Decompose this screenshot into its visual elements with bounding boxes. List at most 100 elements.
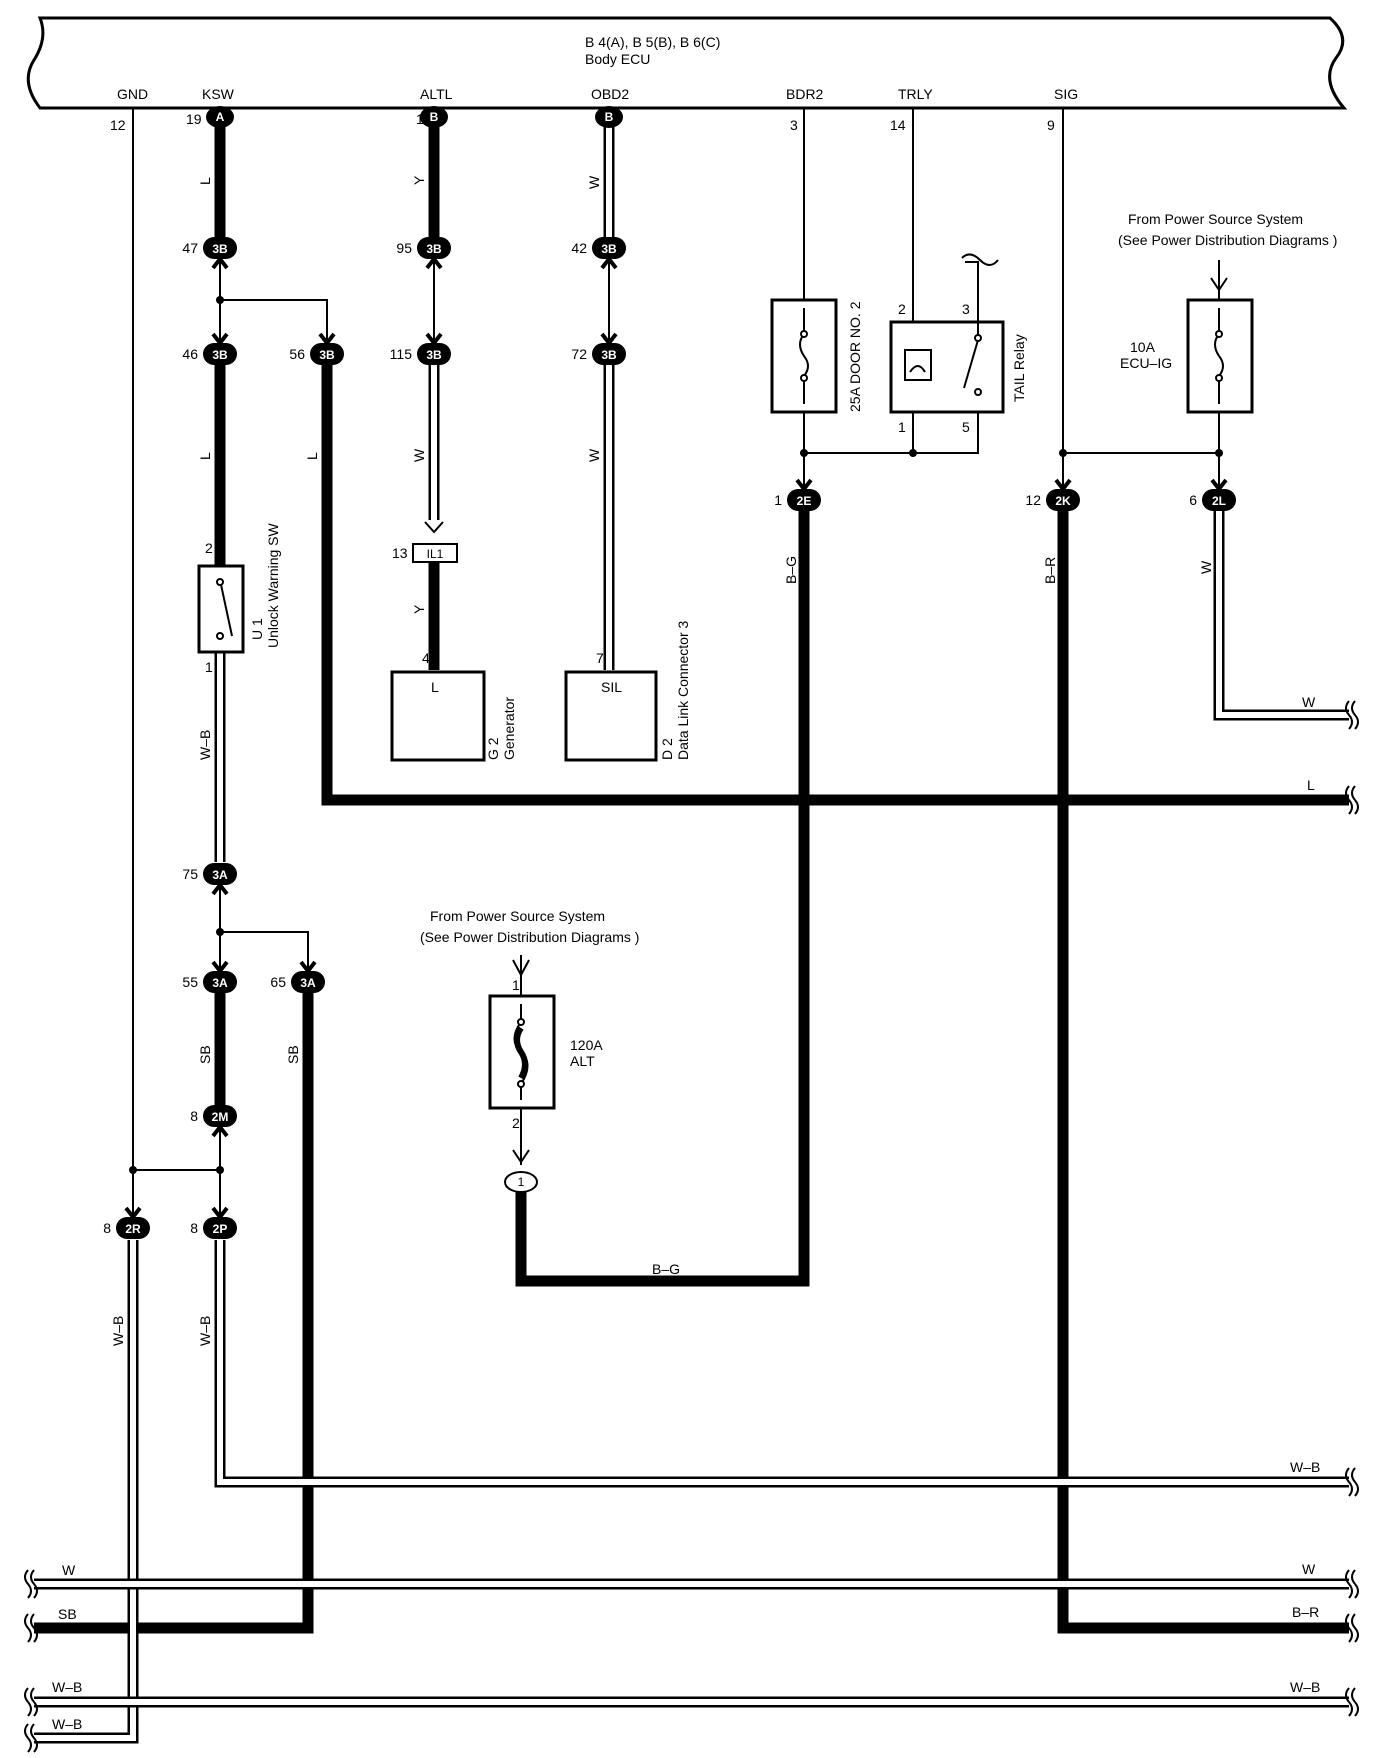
connector-pin-number: 55 xyxy=(182,974,198,990)
dlc3-pin: 7 xyxy=(596,650,604,666)
connector-id: 3A xyxy=(212,976,228,990)
connector-pin-number: 47 xyxy=(182,240,198,256)
ecu-box xyxy=(26,16,1348,110)
wire-br xyxy=(1057,510,1349,1634)
break-mark xyxy=(1345,785,1353,815)
connector-id: 2L xyxy=(1212,494,1226,508)
connector-2p-pin-8: 2P8 xyxy=(190,1206,237,1239)
wire-color-label: W–B xyxy=(197,1316,213,1346)
connector-id: 3B xyxy=(212,348,228,362)
wire-w-top-inner xyxy=(1216,510,1349,718)
connector-2r-pin-8: 2R8 xyxy=(103,1206,150,1239)
pin-name-altl: ALTL xyxy=(420,86,453,102)
wire-wb-2r-outer xyxy=(34,1240,139,1744)
connector-id: 3B xyxy=(426,348,442,362)
connector-pin-number: 1 xyxy=(774,492,782,508)
break-mark xyxy=(1351,1569,1359,1599)
connector-3b-pin-42: 3B 42 xyxy=(571,237,626,270)
wire-color-label: W xyxy=(586,448,602,462)
u1-switch-contact xyxy=(219,579,233,637)
power-source-line1: From Power Source System xyxy=(1128,211,1303,227)
wire-relay-5 xyxy=(804,412,979,454)
wire-sb-right xyxy=(34,993,314,1634)
wire-color-label: SB xyxy=(285,1045,301,1064)
il1-connector xyxy=(412,543,458,563)
connector-id: 3B xyxy=(319,348,335,362)
connector-id: 2E xyxy=(797,494,812,508)
junction-dot xyxy=(216,296,224,304)
connector-3a-pin-55: 3A 55 xyxy=(182,960,237,993)
connector-2m-pin-8: 2M8 xyxy=(190,1105,237,1138)
connector-id: 3B xyxy=(426,242,442,256)
connector-pin-number: 8 xyxy=(103,1220,111,1236)
connector-pin-number: 42 xyxy=(571,240,587,256)
break-mark xyxy=(1351,1613,1359,1643)
wire-color-label: L xyxy=(197,452,213,460)
pin-name-trly: TRLY xyxy=(898,86,933,102)
connector-ksw-a: A xyxy=(206,106,234,128)
break-mark xyxy=(1351,785,1359,815)
right-edge-label: W xyxy=(1302,694,1316,710)
connector-pin-number: 6 xyxy=(1189,492,1197,508)
left-edge-label: W xyxy=(62,1562,76,1578)
arrow-down-icon xyxy=(512,1149,530,1164)
connector-id: 3B xyxy=(601,242,617,256)
fuse-door-label: 25A DOOR NO. 2 xyxy=(847,301,863,412)
break-mark xyxy=(30,1723,38,1753)
pin-num-ksw: 19 xyxy=(186,111,202,127)
wire-color-label: Y xyxy=(411,604,427,614)
right-edge-label: W–B xyxy=(1290,1459,1320,1475)
fuse-alt-pin-bottom: 2 xyxy=(512,1115,520,1131)
junction-dot xyxy=(909,449,917,457)
break-mark xyxy=(1345,1687,1353,1717)
break-mark xyxy=(30,1613,38,1643)
connector-pin-number: 75 xyxy=(182,866,198,882)
wire-color-label: SB xyxy=(197,1045,213,1064)
left-edge-label: W–B xyxy=(52,1679,82,1695)
power-source-line2: (See Power Distribution Diagrams ) xyxy=(1118,232,1337,248)
right-edge-label: W–B xyxy=(1290,1679,1320,1695)
break-mark xyxy=(30,1569,38,1599)
fuse-ecu-ig-element xyxy=(1214,308,1224,404)
junction-dot xyxy=(216,928,224,936)
il1-id: IL1 xyxy=(427,547,444,561)
ecu-subtitle: Body ECU xyxy=(585,51,650,67)
connector-id: 3B xyxy=(601,348,617,362)
tail-relay-pin5: 5 xyxy=(962,419,970,435)
pin-name-bdr2: BDR2 xyxy=(786,86,824,102)
wire-color-label: W xyxy=(586,175,602,189)
dlc3-box xyxy=(564,670,658,762)
connector-id: B xyxy=(430,110,439,124)
pin-name-obd2: OBD2 xyxy=(591,86,629,102)
pin-num-bdr2: 3 xyxy=(790,117,798,133)
power-source-alt-line1: From Power Source System xyxy=(430,908,605,924)
left-edge-label: SB xyxy=(58,1606,77,1622)
tail-relay-pin1: 1 xyxy=(898,419,906,435)
connector-id: 2M xyxy=(212,1110,229,1124)
connector-altl-b: B xyxy=(420,106,448,128)
connector-pin-number: 8 xyxy=(190,1220,198,1236)
wire-w-top-outer xyxy=(1213,510,1349,721)
break-mark xyxy=(1345,700,1353,730)
dlc3-name: Data Link Connector 3 xyxy=(675,620,691,760)
junction-dot xyxy=(129,1166,137,1174)
wire-color-label: Y xyxy=(411,175,427,185)
right-edge-label: L xyxy=(1307,777,1315,793)
connector-2e-pin-1: 2E 1 xyxy=(774,478,821,511)
wire-color-label: W xyxy=(1198,560,1214,574)
wire-ecu-ig-link xyxy=(1063,412,1220,454)
tail-relay-3-wire xyxy=(965,261,979,322)
right-edge-label: W xyxy=(1302,1561,1316,1577)
power-arrow-icon xyxy=(512,959,530,978)
junction-dot xyxy=(216,1166,224,1174)
generator-ref: G 2 xyxy=(485,737,501,760)
connector-pin-number: 12 xyxy=(1025,492,1041,508)
right-edge-label: B–R xyxy=(1292,1604,1319,1620)
tail-relay-contact xyxy=(963,339,979,389)
left-edge-label: W–B xyxy=(52,1716,82,1732)
fuse-door-element xyxy=(799,308,809,404)
